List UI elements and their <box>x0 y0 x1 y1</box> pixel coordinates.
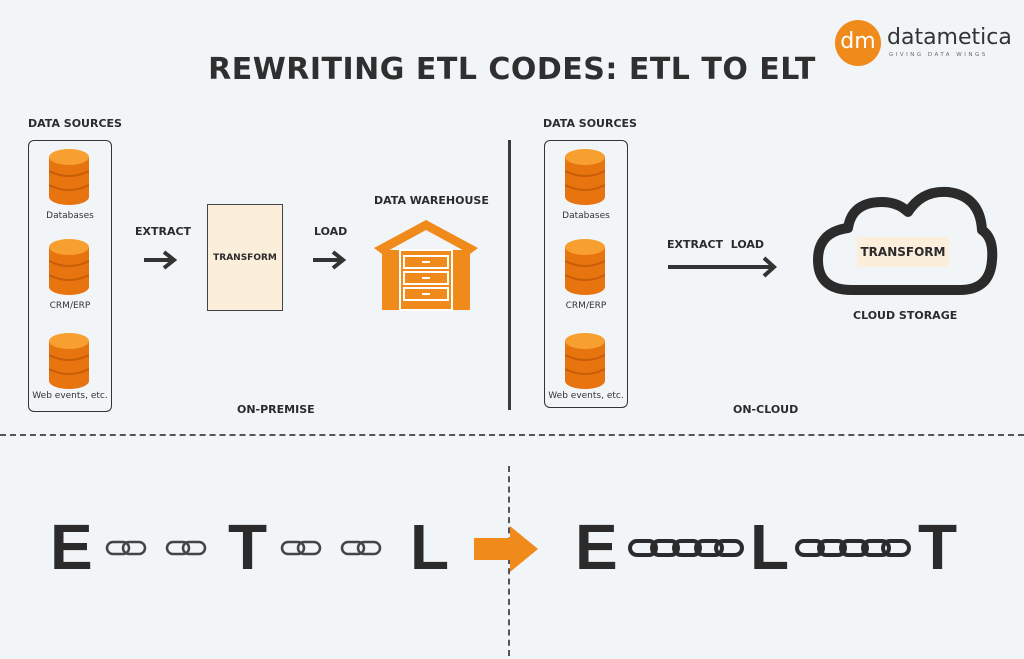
chain-icon <box>628 539 744 557</box>
source-label: CRM/ERP <box>49 301 91 311</box>
database-icon <box>565 239 605 296</box>
database-icon <box>49 239 89 296</box>
warehouse-icon <box>374 220 478 311</box>
etl-letter-t: T <box>228 511 268 583</box>
etl-letter-e: E <box>50 511 93 583</box>
elt-letter-l: L <box>750 511 790 583</box>
arrow-right-icon <box>474 526 538 572</box>
etl-letter-l: L <box>410 511 450 583</box>
left-sources-box: Databases CRM/ERP Web events, etc. <box>28 140 112 412</box>
logo-tagline: GIVING DATA WINGS <box>889 52 988 58</box>
source-label: Web events, etc. <box>548 391 624 401</box>
database-icon <box>565 149 605 206</box>
source-label: CRM/ERP <box>565 301 607 311</box>
cloud-icon <box>813 186 998 295</box>
arrow-right-icon <box>668 256 777 278</box>
cloud-storage-label: CLOUD STORAGE <box>853 309 958 322</box>
extract-load-label: EXTRACT LOAD <box>667 238 765 251</box>
page-title: REWRITING ETL CODES: ETL TO ELT <box>208 52 816 87</box>
horizontal-separator <box>0 434 1024 436</box>
transform-box: TRANSFORM <box>207 204 283 311</box>
arrow-right-icon <box>313 250 347 270</box>
cloud-transform-label: TRANSFORM <box>860 245 946 259</box>
database-icon <box>49 149 89 206</box>
source-label: Web events, etc. <box>32 391 108 401</box>
database-icon <box>49 333 89 390</box>
on-premise-label: ON-PREMISE <box>237 403 315 416</box>
cloud-transform-box: TRANSFORM <box>857 237 949 267</box>
warehouse-heading: DATA WAREHOUSE <box>374 194 489 207</box>
left-sources-heading: DATA SOURCES <box>28 117 122 130</box>
right-sources-box: Databases CRM/ERP Web events, etc. <box>544 140 628 408</box>
broken-chain-icon <box>105 540 207 556</box>
logo-icon: dm <box>835 20 881 66</box>
elt-letter-e: E <box>575 511 618 583</box>
extract-label: EXTRACT <box>135 225 192 238</box>
section-divider <box>508 140 511 410</box>
right-sources-heading: DATA SOURCES <box>543 117 637 130</box>
broken-chain-icon <box>280 540 382 556</box>
chain-icon <box>795 539 911 557</box>
database-icon <box>565 333 605 390</box>
load-label: LOAD <box>314 225 348 238</box>
elt-letter-t: T <box>918 511 958 583</box>
on-cloud-label: ON-CLOUD <box>733 403 799 416</box>
vertical-separator <box>508 466 510 656</box>
source-label: Databases <box>46 211 94 221</box>
arrow-right-icon <box>144 250 178 270</box>
logo-name: datametica <box>887 25 1012 50</box>
transform-label: TRANSFORM <box>213 252 277 263</box>
source-label: Databases <box>562 211 610 221</box>
